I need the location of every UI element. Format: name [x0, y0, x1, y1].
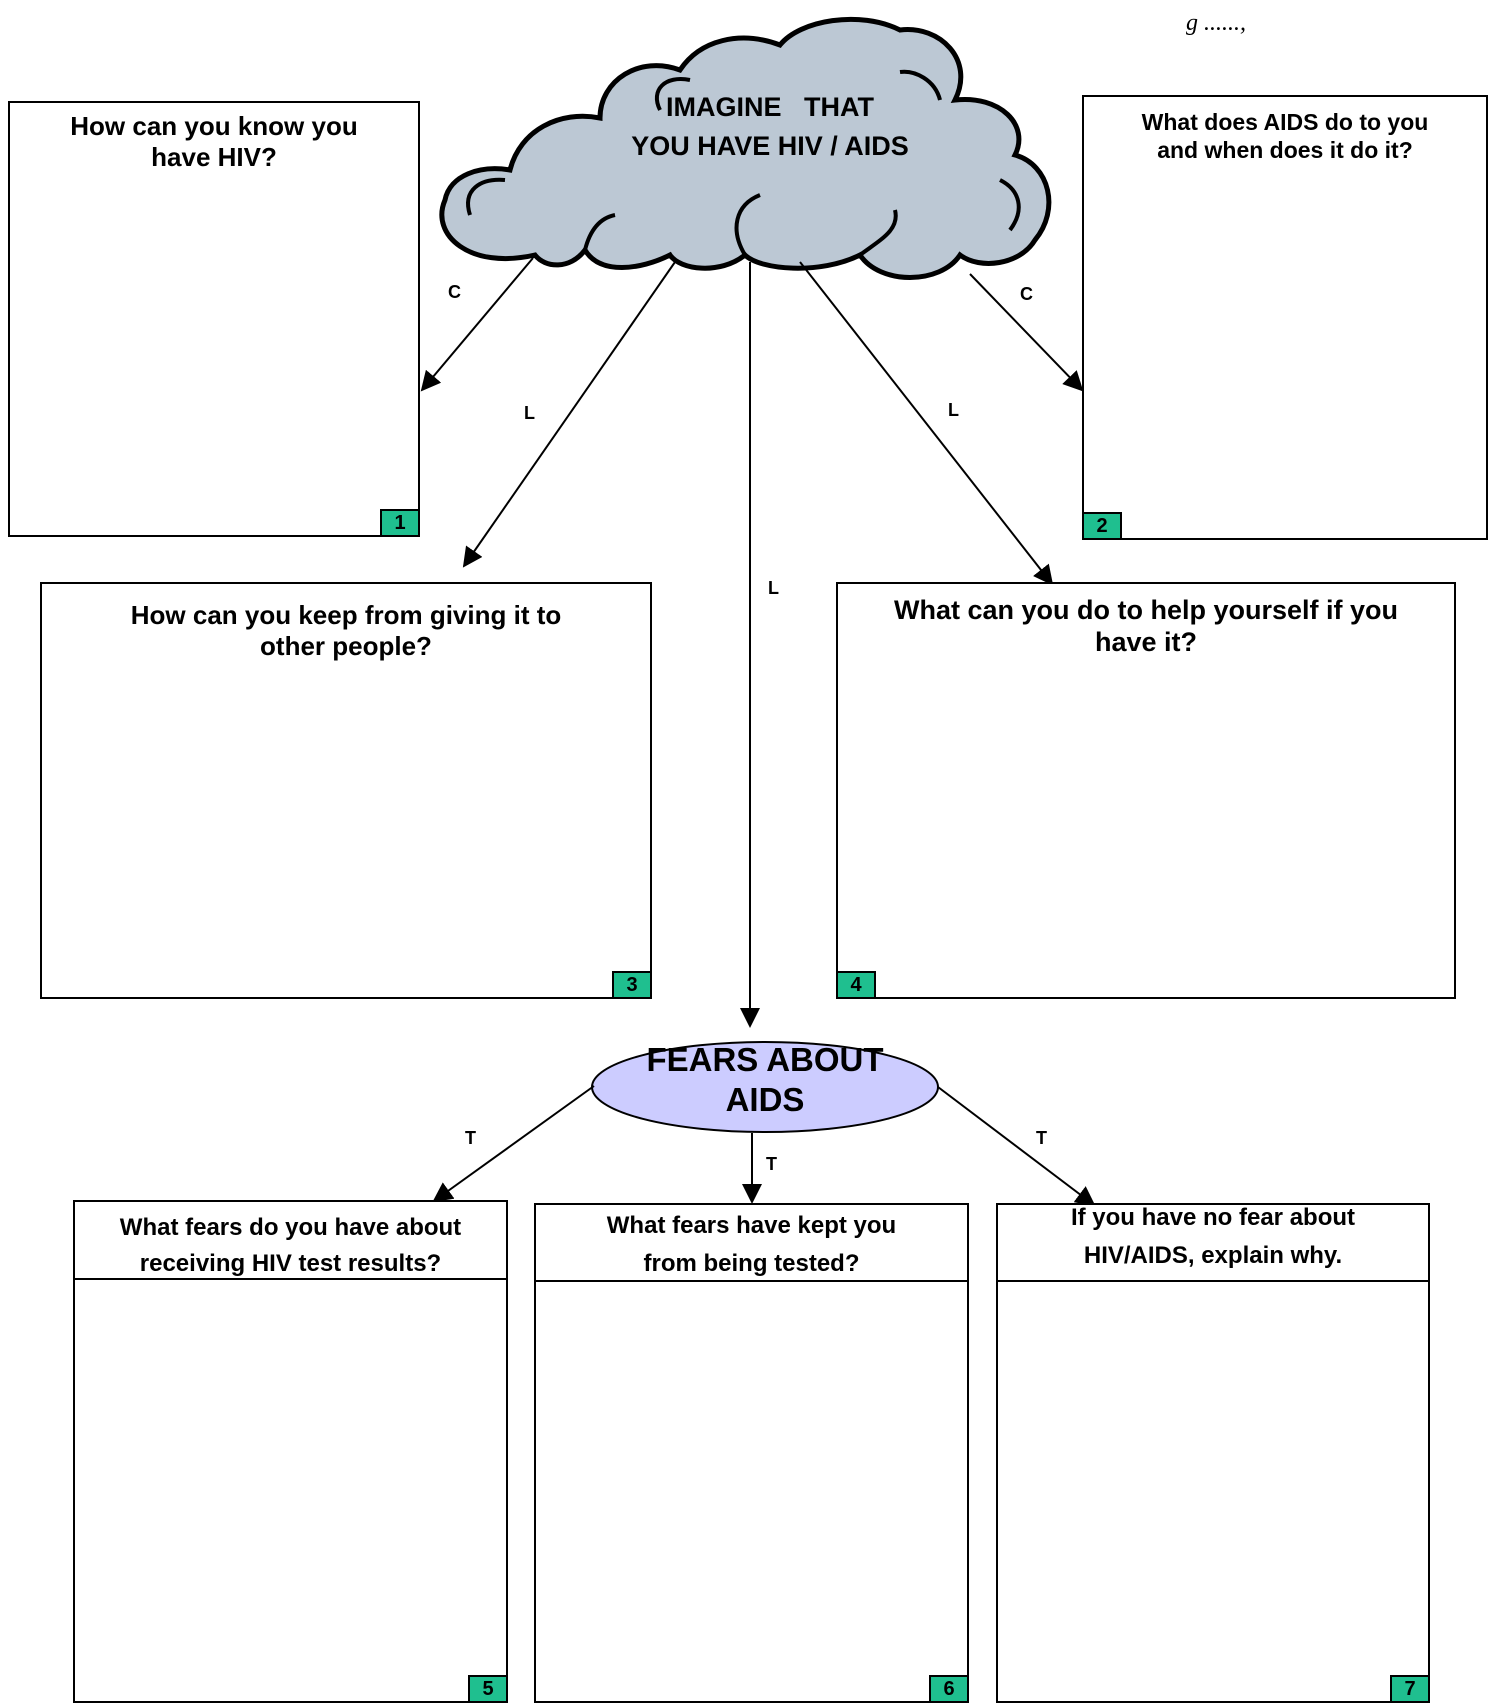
question-box-4: What can you do to help yourself if you …: [836, 582, 1456, 999]
number-badge-3: 3: [612, 971, 652, 999]
arrow-label-box5: T: [465, 1128, 476, 1148]
question-text-6: What fears have kept you from being test…: [606, 1212, 897, 1278]
arrow-label-box1: C: [448, 282, 461, 302]
cloud-title: IMAGINE THAT YOU HAVE HIV / AIDS: [631, 92, 909, 162]
number-badge-6: 6: [929, 1675, 969, 1703]
number-badge-2: 2: [1082, 512, 1122, 540]
number-badge-1: 1: [380, 509, 420, 537]
arrow-label-box4: L: [948, 400, 959, 420]
number-badge-5: 5: [468, 1675, 508, 1703]
number-badge-7: 7: [1390, 1675, 1430, 1703]
question-box-2: What does AIDS do to you and when does i…: [1082, 95, 1488, 540]
question-text-2: What does AIDS do to you and when does i…: [1141, 109, 1429, 163]
header-divider-5: [75, 1278, 506, 1280]
arrow-to-box3: [462, 261, 676, 568]
number-badge-4: 4: [836, 971, 876, 999]
header-divider-6: [536, 1280, 967, 1282]
question-box-1: How can you know you have HIV? 1: [8, 101, 420, 537]
fears-title: FEARS ABOUT AIDS: [646, 1041, 884, 1118]
question-text-3: How can you keep from giving it to other…: [130, 600, 562, 662]
arrow-label-box3: L: [524, 403, 535, 423]
question-box-7: If you have no fear about HIV/AIDS, expl…: [996, 1203, 1430, 1703]
arrow-to-box2: [969, 273, 1084, 392]
question-box-6: What fears have kept you from being test…: [534, 1203, 969, 1703]
arrow-to-box7: [937, 1086, 1096, 1207]
arrow-label-box2: C: [1020, 284, 1033, 304]
header-divider-7: [998, 1280, 1428, 1282]
arrow-to-box1: [420, 257, 534, 392]
question-text-1: How can you know you have HIV?: [70, 111, 358, 173]
corner-text-fragment: g ......,: [1186, 10, 1246, 36]
question-text-5: What fears do you have about receiving H…: [119, 1214, 462, 1277]
arrow-label-box7: T: [1036, 1128, 1047, 1148]
question-text-4: What can you do to help yourself if you …: [893, 595, 1399, 658]
arrow-label-fears: L: [768, 578, 779, 598]
cloud-shape: [439, 16, 1052, 280]
arrow-label-box6: T: [766, 1154, 777, 1174]
question-text-7: If you have no fear about HIV/AIDS, expl…: [1070, 1204, 1356, 1270]
arrow-to-box4: [799, 261, 1054, 586]
question-box-5: What fears do you have about receiving H…: [73, 1200, 508, 1703]
question-box-3: How can you keep from giving it to other…: [40, 582, 652, 999]
arrow-to-box5: [432, 1085, 595, 1203]
